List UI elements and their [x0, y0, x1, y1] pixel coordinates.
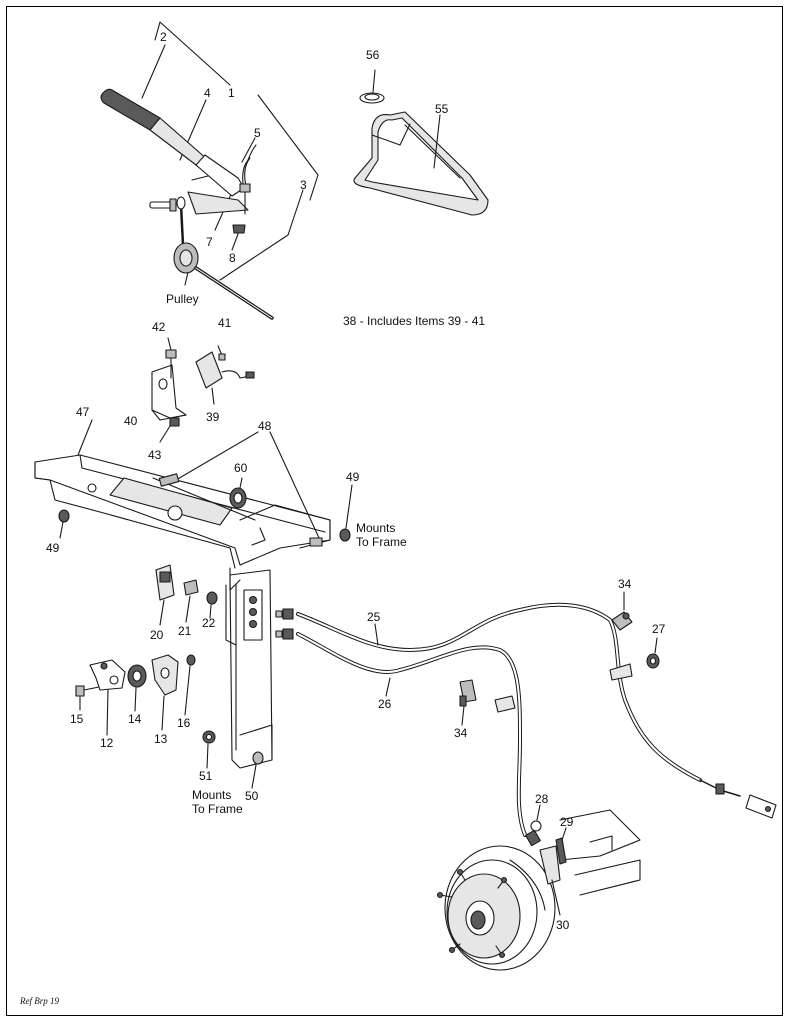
brake-lever-handle: [100, 88, 249, 215]
washer-14: [127, 664, 147, 712]
lever-nut-8: [232, 224, 246, 234]
leader-lines-group-1: [141, 21, 319, 286]
grommet-60: [229, 477, 247, 509]
brake-lever-arm-30: [525, 829, 561, 916]
clip-28: [530, 804, 542, 832]
clip-34-upper: [611, 591, 633, 631]
callout-2: 2: [160, 30, 167, 44]
brake-drum: [436, 845, 556, 971]
callout-29: 29: [560, 815, 574, 829]
brake-cable-26: [275, 632, 527, 837]
callout-60: 60: [234, 461, 248, 475]
axle-assembly: [559, 809, 641, 896]
bracket-nut-43: [159, 417, 180, 443]
nut-27: [646, 637, 660, 669]
vertical-arm: [225, 567, 273, 769]
brake-switch-39: [195, 351, 255, 405]
nut-49-right: [339, 484, 353, 542]
bolt-50: [251, 751, 264, 789]
callout-41: 41: [218, 316, 232, 330]
callout-47: 47: [76, 405, 90, 419]
nut-49-left: [58, 509, 70, 539]
pin-29: [555, 827, 567, 865]
lever-boot-55: [353, 111, 489, 216]
callout-34-upper: 34: [618, 577, 632, 591]
callout-4: 4: [204, 86, 211, 100]
callout-34-lower: 34: [454, 726, 468, 740]
mounts-frame-bottom-line2: To Frame: [192, 802, 243, 816]
callout-49-left: 49: [46, 541, 60, 555]
callout-42: 42: [152, 320, 166, 334]
callout-3: 3: [300, 178, 307, 192]
callout-25: 25: [367, 610, 381, 624]
pulley-label: Pulley: [166, 292, 199, 306]
bracket-bolt-42: [165, 337, 177, 379]
callout-26: 26: [378, 697, 392, 711]
callout-8: 8: [229, 251, 236, 265]
callout-12: 12: [100, 736, 114, 750]
callout-20: 20: [150, 628, 164, 642]
nut-21: [183, 579, 199, 623]
leader-48: [158, 431, 323, 547]
callout-51: 51: [199, 769, 213, 783]
callout-28: 28: [535, 792, 549, 806]
nut-22: [206, 591, 218, 619]
brake-cable-25: [275, 602, 777, 819]
switch-screw-41: [217, 345, 226, 361]
callout-50: 50: [245, 789, 259, 803]
lever-spring-5: [242, 144, 257, 191]
nut-51: [202, 730, 216, 769]
callout-22: 22: [202, 616, 216, 630]
callout-43: 43: [148, 448, 162, 462]
pulley-assembly: [173, 196, 199, 274]
callout-49-right: 49: [346, 470, 360, 484]
callout-21: 21: [178, 624, 192, 638]
mounts-frame-bottom-line1: Mounts: [192, 788, 232, 802]
equalizer-13: [151, 654, 179, 731]
bracket-12: [89, 659, 126, 736]
callout-39: 39: [206, 410, 220, 424]
callout-14: 14: [128, 712, 142, 726]
cable-fittings: [275, 608, 633, 713]
callout-30: 30: [556, 918, 570, 932]
boot-clip-56: [359, 69, 385, 104]
mounts-frame-right-line2: To Frame: [356, 535, 407, 549]
switch-bracket-40: [151, 364, 187, 421]
mounting-bracket-47: [34, 419, 331, 569]
callout-5: 5: [254, 126, 261, 140]
brake-cable-rod-3: [194, 266, 274, 320]
includes-note: 38 - Includes Items 39 - 41: [343, 314, 486, 328]
callout-40: 40: [124, 414, 138, 428]
reference-code: Ref Brp 19: [20, 996, 59, 1006]
cable-clip-20: [155, 564, 175, 626]
callout-16: 16: [177, 716, 191, 730]
page-border: [6, 6, 783, 1016]
callout-13: 13: [154, 732, 168, 746]
callout-1: 1: [228, 86, 235, 100]
nut-16: [184, 654, 196, 716]
callout-15: 15: [70, 712, 84, 726]
clip-34-lower: [459, 679, 477, 726]
callout-55: 55: [435, 102, 449, 116]
callout-7: 7: [206, 235, 213, 249]
mounts-frame-right-line1: Mounts: [356, 521, 396, 535]
callout-48: 48: [258, 419, 272, 433]
lever-bolt-7: [239, 183, 251, 215]
lever-bolt-4: [149, 198, 177, 212]
callout-56: 56: [366, 48, 380, 62]
callout-27: 27: [652, 622, 666, 636]
